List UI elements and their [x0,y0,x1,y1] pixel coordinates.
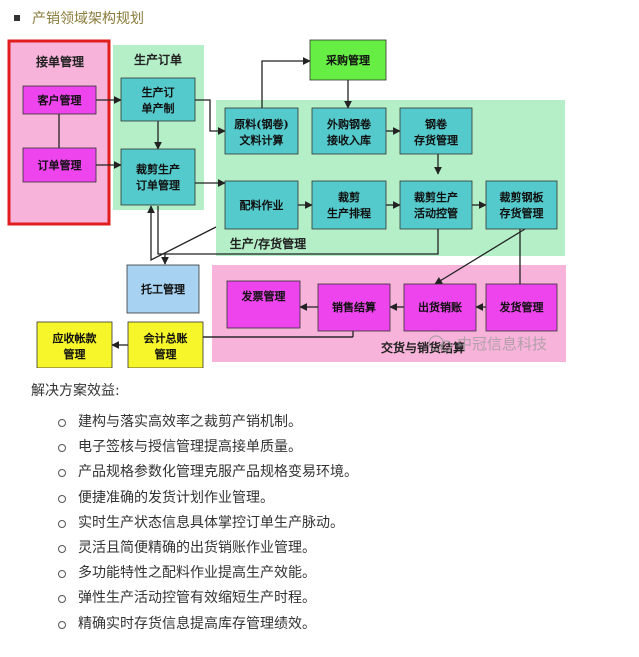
node-sheet-inventory-l1: 裁剪钢板 [500,190,545,204]
node-order-management [22,147,97,183]
benefits-list: 建构与落实高效率之裁剪产销机制。 电子签核与授信管理提高接单质量。 产品规格参数… [58,410,358,637]
node-coil-inventory [399,107,473,155]
node-cut-order-management-l2: 订单管理 [136,178,180,192]
benefit-item: 精确实时存货信息提高库存管理绩效。 [58,612,358,637]
node-purchase-management-label: 采购管理 [325,53,370,67]
wechat-watermark: 中冠信息科技 [428,335,547,353]
node-ledger-management-l1: 会计总账 [144,331,188,345]
wechat-icon [428,335,444,351]
node-receivable-management [36,321,113,368]
node-cut-schedule-l1: 裁剪 [338,190,360,204]
benefit-item: 多功能特性之配料作业提高生产效能。 [58,561,358,586]
node-invoice-management [226,280,301,329]
node-sales-settlement-label: 销售结算 [332,300,376,314]
node-cut-control [399,180,473,230]
node-cut-schedule [311,180,387,230]
benefit-item: 实时生产状态信息具体掌控订单生产脉动。 [58,511,358,536]
node-material-calc-l2: 文料计算 [240,133,284,147]
node-purchase-receive [311,107,387,155]
benefits-subtitle: 解决方案效益: [31,383,120,399]
watermark-text: 中冠信息科技 [457,335,547,353]
benefit-item: 电子签核与授信管理提高接单质量。 [58,435,358,460]
node-sheet-inventory-l2: 存货管理 [500,206,544,220]
node-cut-order-management-l1: 裁剪生产 [136,162,180,176]
node-cut-order-management [120,148,196,206]
node-batching [224,180,299,230]
node-invoice-management-label: 发票管理 [241,289,286,303]
node-customer-management-label: 客户管理 [37,93,82,107]
group-title-order: 接单管理 [36,54,84,69]
benefit-item: 便捷准确的发货计划作业管理。 [58,486,358,511]
node-cut-control-l2: 活动控管 [414,206,458,220]
node-coil-inventory-l1: 钢卷 [425,117,448,131]
square-bullet-icon [14,15,20,21]
node-order-management-label: 订单管理 [38,158,82,172]
node-ship-sales [403,283,477,332]
node-sheet-inventory [485,180,558,230]
node-shipping-management [485,283,558,332]
node-cut-control-l1: 裁剪生产 [414,190,458,204]
node-outsource-management [126,264,200,314]
node-shipping-management-label: 发货管理 [499,300,544,314]
benefit-item: 产品规格参数化管理克服产品规格变易环境。 [58,460,358,485]
node-production-order-create [120,77,196,122]
architecture-diagram: 接单管理 生产订单 生产/存货管理 交货与销货结算 客户管理 订单管理 [7,39,566,368]
group-title-production-order: 生产订单 [134,52,182,67]
group-title-production-inventory: 生产/存货管理 [230,236,306,251]
node-ledger-management-l2: 管理 [155,347,177,361]
group-title-delivery: 交货与销货结算 [381,340,465,355]
section-heading: 产销领域架构规划 [14,8,144,28]
node-purchase-receive-l2: 接收入库 [327,133,371,147]
node-purchase-management [309,39,387,81]
node-material-calc [224,107,299,155]
node-batching-label: 配料作业 [240,198,284,212]
node-receivable-management-l1: 应收帐款 [53,331,98,345]
benefit-item: 建构与落实高效率之裁剪产销机制。 [58,410,358,435]
node-sales-settlement [317,283,391,332]
node-purchase-receive-l1: 外购钢卷 [326,117,372,131]
node-customer-management [22,85,97,115]
node-ledger-management [127,321,204,368]
node-outsource-management-label: 托工管理 [141,282,185,296]
node-production-order-create-l2: 单产制 [142,101,175,115]
node-production-order-create-l1: 生产订 [142,85,175,99]
benefit-item: 弹性生产活动控管有效缩短生产时程。 [58,586,358,611]
node-ship-sales-label: 出货销账 [418,300,462,314]
node-receivable-management-l2: 管理 [64,347,86,361]
node-material-calc-l1: 原料(钢卷) [234,117,288,131]
section-heading-text: 产销领域架构规划 [32,11,144,27]
benefit-item: 灵活且简便精确的出货销账作业管理。 [58,536,358,561]
node-coil-inventory-l2: 存货管理 [414,133,458,147]
node-cut-schedule-l2: 生产排程 [327,206,371,220]
